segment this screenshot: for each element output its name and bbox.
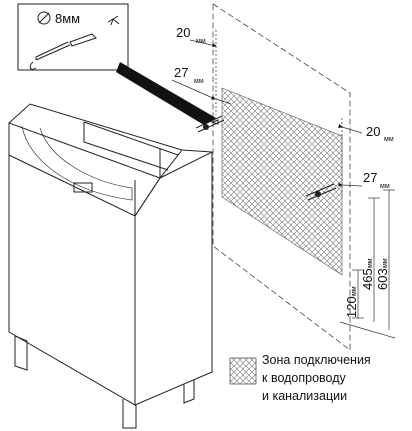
dim-height-mid-unit: мм xyxy=(367,258,374,268)
dowel-callout-box: 8мм xyxy=(17,3,216,125)
wall-outline xyxy=(212,3,351,351)
connection-zone xyxy=(221,87,343,276)
screw-dowel-icon xyxy=(29,15,120,70)
dim-top-gap-left-value: 20 xyxy=(176,25,190,40)
vanity-cabinet xyxy=(8,103,213,429)
legend: Зона подключения к водопроводу и канализ… xyxy=(229,353,371,403)
callout-arrow xyxy=(116,62,216,125)
dim-height-mid-value: 465 xyxy=(360,268,375,290)
dim-top-right: 20 мм 27 мм xyxy=(338,118,394,196)
legend-line-3: и канализации xyxy=(262,389,347,403)
dim-height-high-value: 603 xyxy=(375,268,390,290)
dim-top-drop-right-value: 27 xyxy=(363,170,377,185)
dim-height-low-unit: мм xyxy=(351,286,358,296)
dim-height-high-unit: мм xyxy=(382,258,389,268)
wall-dowel-right xyxy=(305,183,337,201)
dim-top-drop-left-value: 27 xyxy=(174,65,188,80)
callout-diameter-label: 8мм xyxy=(55,11,80,26)
dim-top-gap-right-value: 20 xyxy=(366,124,380,139)
dim-top-gap-left-unit: мм xyxy=(196,38,206,45)
dim-top-drop-left-unit: мм xyxy=(194,78,204,85)
dim-heights: 120 мм 465 мм 603 мм xyxy=(339,189,396,339)
dim-height-low-value: 120 xyxy=(344,296,359,318)
legend-swatch xyxy=(229,357,257,385)
dim-top-left: 20 мм 27 мм xyxy=(171,25,232,115)
dim-top-gap-right-unit: мм xyxy=(384,136,394,143)
legend-line-2: к водопроводу xyxy=(262,371,347,385)
legend-line-1: Зона подключения xyxy=(262,353,371,367)
dim-top-drop-right-unit: мм xyxy=(380,183,390,190)
